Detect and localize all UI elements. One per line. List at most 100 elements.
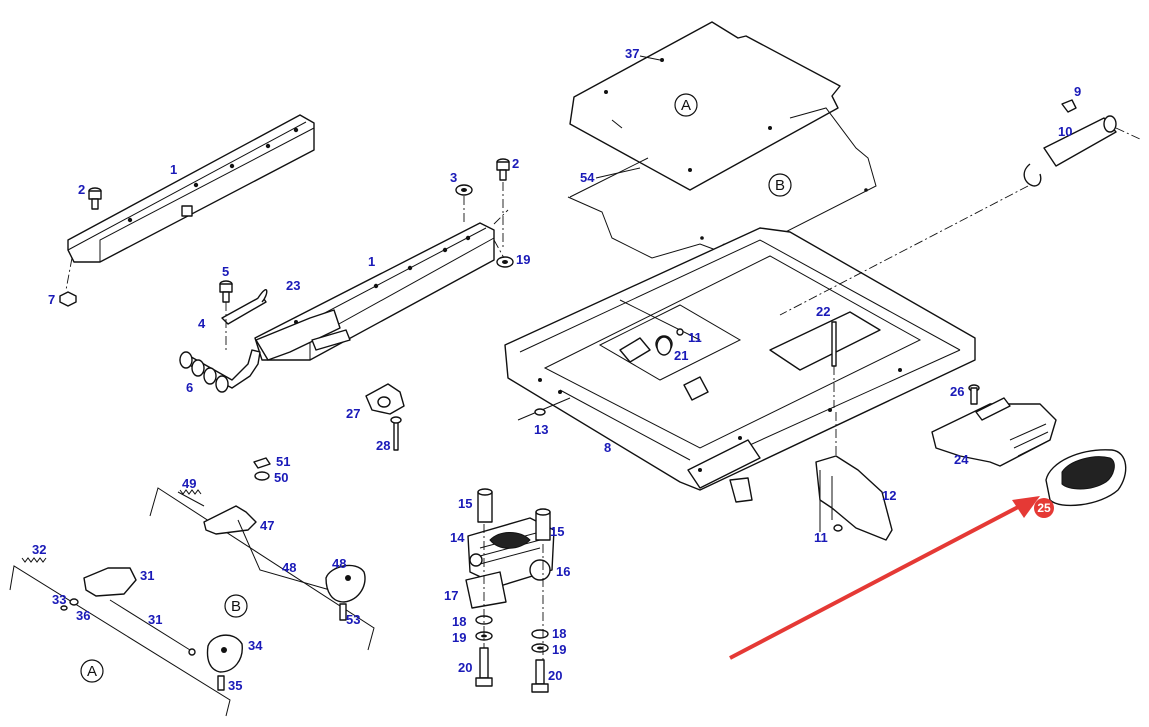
label-2-right: 2 [512, 156, 519, 171]
washer-50 [254, 471, 270, 481]
label-3: 3 [450, 170, 457, 185]
label-18-left: 18 [452, 614, 466, 629]
label-15-right: 15 [550, 524, 564, 539]
label-48-rod: 48 [282, 560, 296, 575]
label-5: 5 [222, 264, 229, 279]
screw-2-right [496, 158, 510, 248]
cam-34 [206, 634, 243, 673]
rod-31 [109, 599, 191, 651]
label-17: 17 [444, 588, 458, 603]
bracket-line-b [149, 487, 375, 651]
callout-a-circle-top [674, 93, 698, 117]
label-36: 36 [76, 608, 90, 623]
pin-22 [831, 321, 837, 408]
bracket-line-a [9, 565, 231, 717]
label-35: 35 [228, 678, 242, 693]
label-49: 49 [182, 476, 196, 491]
washer-3 [455, 184, 473, 222]
label-21: 21 [674, 348, 688, 363]
sleeve-15-right [535, 508, 551, 541]
clip-27 [365, 383, 405, 415]
washer-19-top [496, 256, 514, 268]
label-13: 13 [534, 422, 548, 437]
pin-33 [60, 605, 68, 611]
roller-21 [656, 328, 684, 356]
label-19-top: 19 [516, 252, 530, 267]
bolt-20-right [531, 659, 549, 693]
damper-10 [779, 115, 1143, 316]
label-33: 33 [52, 592, 66, 607]
label-37: 37 [625, 46, 639, 61]
label-14: 14 [450, 530, 465, 545]
label-19-right: 19 [552, 642, 566, 657]
label-12: 12 [882, 488, 896, 503]
nut-7 [59, 291, 77, 307]
screw-26 [968, 384, 980, 405]
highlight-arrow [729, 496, 1040, 660]
label-31-lever: 31 [140, 568, 154, 583]
rail-left-1 [65, 114, 315, 291]
label-34: 34 [248, 638, 263, 653]
mechanism-14-16 [467, 517, 555, 587]
pin-13 [517, 397, 571, 421]
spring-32 [21, 557, 47, 563]
label-48-cam: 48 [332, 556, 346, 571]
label-16: 16 [556, 564, 570, 579]
screw-5 [219, 280, 233, 350]
label-23: 23 [286, 278, 300, 293]
washer-36 [69, 598, 79, 606]
leader-lines [595, 55, 661, 179]
plate-47 [203, 505, 257, 535]
bracket-24 [931, 397, 1057, 467]
rod-48 [237, 519, 331, 591]
lever-31 [83, 567, 137, 597]
cam-48 [325, 564, 366, 603]
label-31-rod: 31 [148, 612, 162, 627]
pad-25 [1045, 449, 1127, 507]
washer-19-right [531, 643, 549, 653]
label-2-left: 2 [78, 182, 85, 197]
washer-18-right [531, 629, 549, 639]
label-10: 10 [1058, 124, 1072, 139]
subassembly-a [9, 557, 243, 717]
label-22: 22 [816, 304, 830, 319]
mechanism-axis-lines [483, 524, 544, 660]
label-1-right: 1 [368, 254, 375, 269]
label-32: 32 [32, 542, 46, 557]
screw-53 [339, 603, 347, 621]
bracket-12 [815, 412, 893, 541]
panel-a-37 [569, 21, 841, 191]
label-53: 53 [346, 612, 360, 627]
label-19-left: 19 [452, 630, 466, 645]
label-24: 24 [954, 452, 969, 467]
pin-28 [390, 416, 402, 451]
callout-b-letter-top: B [775, 177, 785, 194]
clip-9 [1061, 99, 1077, 113]
screw-35 [217, 675, 225, 691]
sleeve-15-left [477, 488, 493, 523]
lever-23 [255, 309, 351, 361]
callout-b-circle-sub [224, 594, 248, 618]
label-27: 27 [346, 406, 360, 421]
label-20-left: 20 [458, 660, 472, 675]
label-20-right: 20 [548, 668, 562, 683]
label-8: 8 [604, 440, 611, 455]
label-11-bottom: 11 [814, 530, 828, 545]
highlight-badge-label: 25 [1037, 501, 1051, 515]
callout-a-letter-sub: A [87, 663, 97, 680]
handle-6 [179, 349, 261, 393]
label-9: 9 [1074, 84, 1081, 99]
callout-a-letter-top: A [681, 97, 691, 114]
callout-a-circle-sub [80, 659, 104, 683]
label-54: 54 [580, 170, 595, 185]
label-18-right: 18 [552, 626, 566, 641]
subassembly-b [149, 457, 375, 651]
highlight-badge [1034, 498, 1054, 518]
callout-b-circle-top [768, 173, 792, 197]
spring-49 [177, 491, 205, 507]
label-26: 26 [950, 384, 964, 399]
label-1-left: 1 [170, 162, 177, 177]
block-17 [465, 571, 507, 609]
part-labels: 37 54 9 10 1 2 3 2 19 1 5 23 4 7 6 27 28… [32, 46, 1081, 693]
